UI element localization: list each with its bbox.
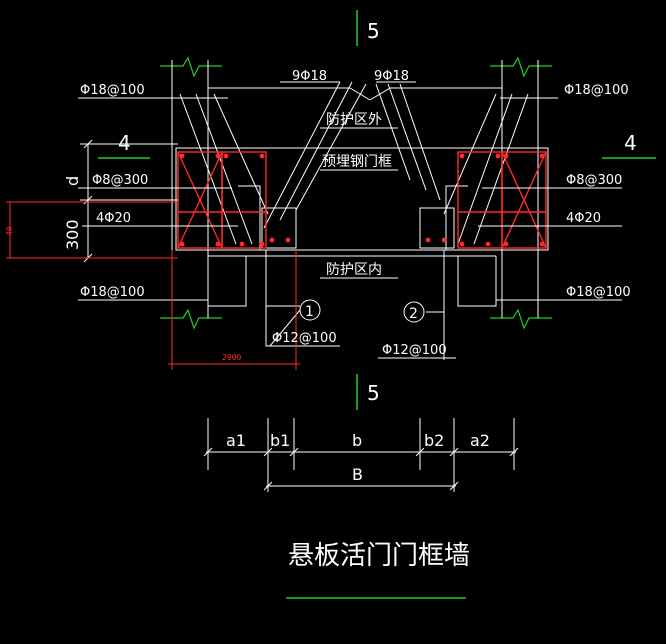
label-left-bottom-dist: Φ18@100 (80, 285, 145, 300)
drawing-title: 悬板活门门框墙 (288, 541, 470, 571)
label-left-main: 4Φ20 (96, 211, 131, 226)
label-top-right-rebar: 9Φ18 (374, 69, 409, 84)
dim-red-horizontal (168, 250, 300, 370)
rebar-cage-right (457, 151, 547, 249)
diagonal-rebars (179, 81, 529, 245)
wall-outline (171, 60, 549, 360)
dim-seg-b: b (352, 431, 362, 450)
dim-300-label: 300 (63, 219, 82, 250)
label-callout-1-rebar: Φ12@100 (272, 331, 337, 346)
callout-2-label: 2 (409, 306, 418, 322)
callout-1-label: 1 (305, 304, 314, 320)
dim-d-label: d (63, 176, 82, 186)
callout-1-circle (299, 299, 321, 321)
wall-break-marks (160, 56, 552, 330)
label-callout-2-rebar: Φ12@100 (382, 343, 447, 358)
section-mark-right-label: 4 (624, 131, 637, 155)
label-outside-zone: 防护区外 (326, 112, 382, 128)
rebar-cage-left (177, 151, 267, 249)
dim-seg-b2: b2 (424, 431, 444, 450)
dim-total-B: B (352, 465, 363, 484)
dim-seg-a2: a2 (470, 431, 490, 450)
rebar-dots (179, 153, 545, 247)
leader-lines (78, 81, 622, 359)
label-embedded-frame: 预埋钢门框 (322, 154, 392, 170)
section-mark-bottom-label: 5 (367, 381, 380, 405)
dim-seg-a1: a1 (226, 431, 246, 450)
section-mark-left-label: 4 (118, 131, 131, 155)
dim-small-label: 40 (5, 226, 14, 236)
label-right-dist: Φ18@100 (564, 83, 629, 98)
label-top-left-rebar: 9Φ18 (292, 69, 327, 84)
dim-red-vertical (6, 201, 178, 259)
dim-chain-lines (203, 418, 519, 492)
label-left-stirrup: Φ8@300 (92, 173, 148, 188)
callout-2-circle (403, 301, 425, 323)
label-right-stirrup: Φ8@300 (566, 173, 622, 188)
label-left-dist: Φ18@100 (80, 83, 145, 98)
dim-2000-label: 2000 (222, 353, 241, 362)
label-inside-zone: 防护区内 (326, 262, 382, 278)
section-mark-top-label: 5 (367, 19, 380, 43)
dim-seg-b1: b1 (270, 431, 290, 450)
label-right-main: 4Φ20 (566, 211, 601, 226)
label-right-bottom-dist: Φ18@100 (566, 285, 631, 300)
